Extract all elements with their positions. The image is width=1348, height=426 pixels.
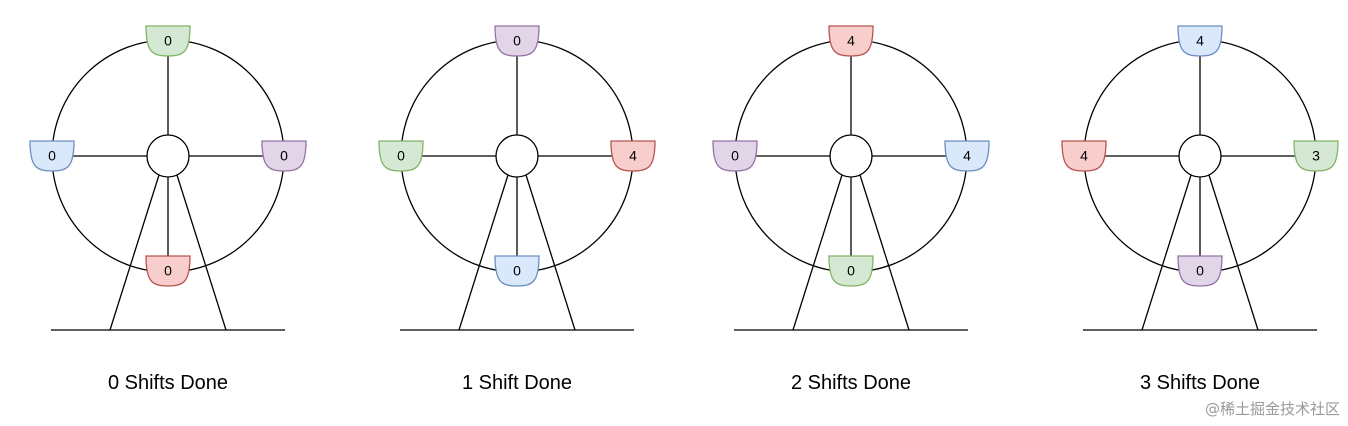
support-leg-right	[525, 174, 576, 331]
cabin-left: 0	[712, 140, 758, 172]
cabin-shape	[1061, 140, 1107, 172]
cabin-right: 4	[610, 140, 656, 172]
cabin-value: 0	[164, 33, 172, 49]
cabin-value: 4	[629, 148, 637, 164]
cabin-shape	[145, 25, 191, 57]
cabin-value: 0	[513, 263, 521, 279]
cabin-top: 0	[145, 25, 191, 57]
cabin-top: 4	[1177, 25, 1223, 57]
cabin-value: 4	[847, 33, 855, 49]
cabin-shape	[494, 255, 540, 287]
cabin-value: 0	[397, 148, 405, 164]
ferris-wheel: 4 4 0 0 2 Shifts Done	[712, 25, 990, 394]
cabin-bottom: 0	[145, 255, 191, 287]
support-leg-right	[176, 174, 227, 331]
cabin-shape	[944, 140, 990, 172]
cabin-shape	[1177, 255, 1223, 287]
cabin-shape	[145, 255, 191, 287]
support-leg-right	[1208, 174, 1259, 331]
cabin-value: 0	[280, 148, 288, 164]
cabin-shape	[828, 255, 874, 287]
cabin-top: 4	[828, 25, 874, 57]
cabin-shape	[1293, 140, 1339, 172]
wheel-caption: 3 Shifts Done	[1140, 372, 1260, 394]
wheel-caption: 0 Shifts Done	[108, 372, 228, 394]
cabin-value: 4	[1080, 148, 1088, 164]
cabin-value: 0	[731, 148, 739, 164]
watermark: @稀土掘金技术社区	[1204, 400, 1340, 418]
cabin-value: 0	[513, 33, 521, 49]
wheel-hub	[1178, 134, 1222, 178]
support-leg-left	[1141, 174, 1192, 331]
cabin-left: 4	[1061, 140, 1107, 172]
ferris-wheel: 0 0 0 0 0 Shifts Done	[29, 25, 307, 394]
wheel-hub	[146, 134, 190, 178]
support-leg-left	[458, 174, 509, 331]
cabin-shape	[494, 25, 540, 57]
cabin-right: 3	[1293, 140, 1339, 172]
support-leg-left	[792, 174, 843, 331]
cabin-shape	[1177, 25, 1223, 57]
cabin-bottom: 0	[494, 255, 540, 287]
cabin-shape	[261, 140, 307, 172]
cabin-shape	[378, 140, 424, 172]
support-leg-right	[859, 174, 910, 331]
cabin-top: 0	[494, 25, 540, 57]
cabin-value: 0	[847, 263, 855, 279]
cabin-value: 0	[1196, 263, 1204, 279]
cabin-value: 0	[164, 263, 172, 279]
cabin-value: 0	[48, 148, 56, 164]
cabin-right: 4	[944, 140, 990, 172]
cabin-shape	[712, 140, 758, 172]
ferris-wheel: 4 3 0 4 3 Shifts Done	[1061, 25, 1339, 394]
cabin-value: 4	[1196, 33, 1204, 49]
cabin-shape	[610, 140, 656, 172]
ferris-wheel: 0 4 0 0 1 Shift Done	[378, 25, 656, 394]
cabin-bottom: 0	[828, 255, 874, 287]
cabin-value: 4	[963, 148, 971, 164]
cabin-value: 3	[1312, 148, 1320, 164]
cabin-shape	[828, 25, 874, 57]
wheel-hub	[495, 134, 539, 178]
cabin-shape	[29, 140, 75, 172]
cabin-bottom: 0	[1177, 255, 1223, 287]
wheel-hub	[829, 134, 873, 178]
wheel-caption: 2 Shifts Done	[791, 372, 911, 394]
cabin-right: 0	[261, 140, 307, 172]
cabin-left: 0	[378, 140, 424, 172]
wheel-caption: 1 Shift Done	[462, 372, 572, 394]
cabin-left: 0	[29, 140, 75, 172]
support-leg-left	[109, 174, 160, 331]
